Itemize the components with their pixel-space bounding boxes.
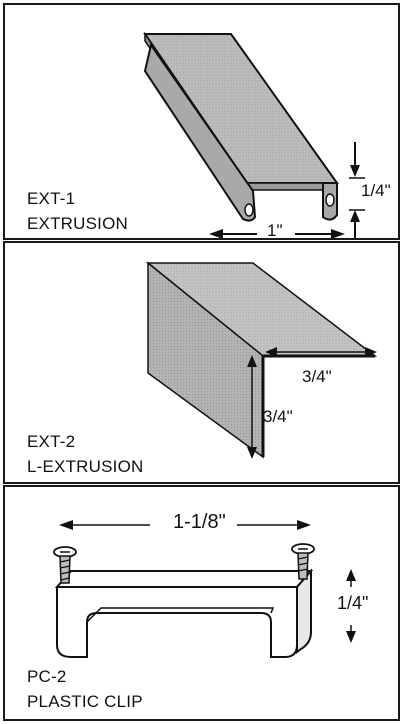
ext-1-height-dim: 1/4" bbox=[361, 181, 391, 200]
ext-1-name: EXTRUSION bbox=[27, 214, 128, 233]
ext-2-horizontal-dim: 3/4" bbox=[302, 367, 332, 386]
ext-2-drawing bbox=[145, 261, 378, 459]
ext-2-code: EXT-2 bbox=[27, 432, 76, 451]
left-screw-icon bbox=[53, 546, 77, 584]
pc-2-drawing bbox=[53, 520, 356, 658]
ext-1-width-dim: 1" bbox=[267, 221, 283, 240]
pc-2-name: PLASTIC CLIP bbox=[27, 692, 143, 711]
ext-1-code: EXT-1 bbox=[27, 189, 76, 208]
ext-1-left-channel bbox=[143, 42, 257, 222]
ext-2-vertical-dim: 3/4" bbox=[263, 407, 293, 426]
panel-pc-2: 1-1/8" 1/4" PC-2 PLASTIC CLIP bbox=[3, 485, 400, 721]
right-screw-icon bbox=[291, 543, 315, 580]
pc-2-side bbox=[296, 568, 312, 654]
pc-2-top-face bbox=[54, 570, 314, 588]
ext-2-name: L-EXTRUSION bbox=[27, 457, 144, 476]
panel-ext-2: 3/4" 3/4" EXT-2 L-EXTRUSION bbox=[3, 241, 400, 484]
pc-2-width-dim: 1-1/8" bbox=[173, 511, 226, 533]
pc-2-height-dim: 1/4" bbox=[337, 593, 369, 613]
panel-ext-1: 1" 1/4" EXT-1 EXTRUSION bbox=[3, 3, 400, 240]
pc-2-code: PC-2 bbox=[27, 667, 67, 686]
ext-1-drawing bbox=[143, 31, 365, 238]
pc-2-front bbox=[56, 586, 298, 658]
